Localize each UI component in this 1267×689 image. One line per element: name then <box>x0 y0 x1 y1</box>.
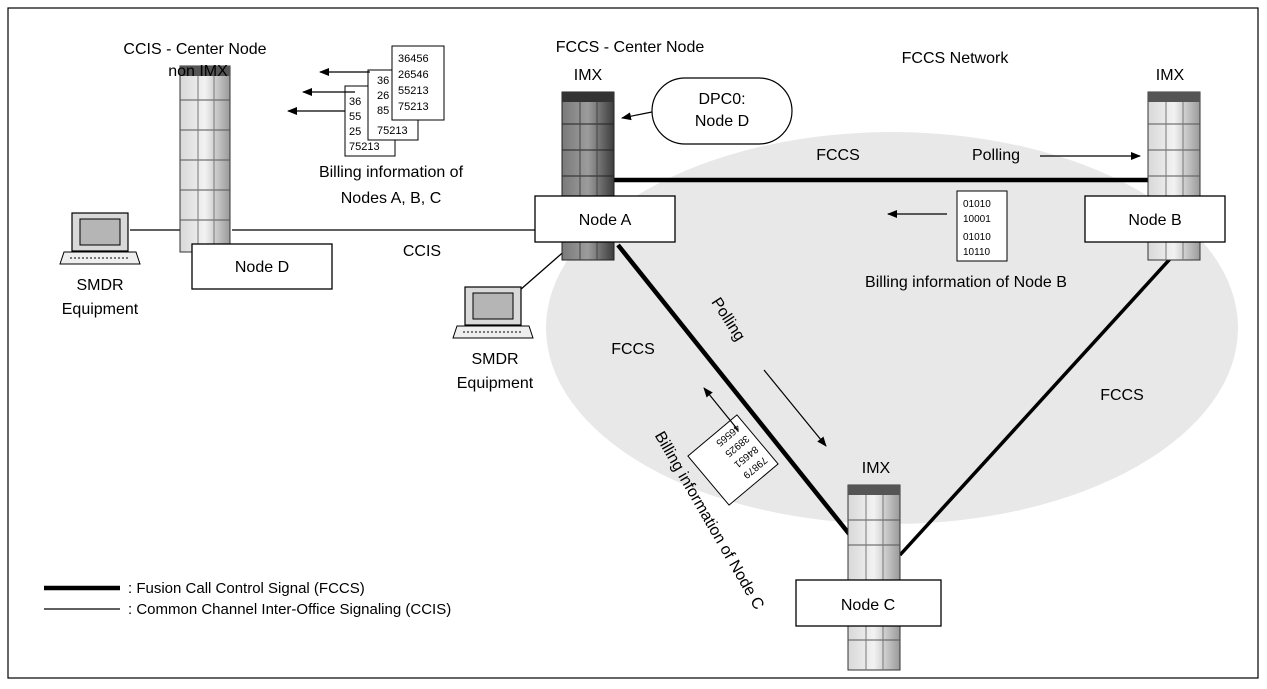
node-a-label: Node A <box>579 212 632 229</box>
legend-text-fccs: : Fusion Call Control Signal (FCCS) <box>128 580 365 597</box>
node-a-box: Node A <box>534 195 676 243</box>
billing-b-1: 01010 <box>963 199 991 210</box>
billing-b-label: Billing information of Node B <box>865 274 1067 291</box>
node-c-box: Node C <box>795 579 942 627</box>
smdr-link-a <box>519 247 569 291</box>
dpc-arrow <box>621 111 653 121</box>
smdr-terminal-a <box>452 286 534 339</box>
diagram-frame <box>7 7 1259 679</box>
billing-sheet-node-b: 01010 10001 01010 10110 <box>956 190 1008 262</box>
fccs-label-bc: FCCS <box>1100 387 1144 404</box>
billing-abc-label-1: Billing information of <box>319 164 464 181</box>
billing-abc-front-1: 36456 <box>398 53 429 65</box>
node-d-box: Node D <box>191 243 333 290</box>
node-b-box: Node B <box>1084 195 1226 243</box>
imx-label-b: IMX <box>1156 67 1185 84</box>
billing-abc-mid-4: 75213 <box>377 125 408 137</box>
billing-abc-back-4: 75213 <box>349 141 380 153</box>
polling-label-ab: Polling <box>972 147 1020 164</box>
smdr-terminal-d <box>59 212 141 265</box>
legend-text-ccis: : Common Channel Inter-Office Signaling … <box>128 601 451 618</box>
fccs-link-b-c <box>898 246 1182 557</box>
billing-abc-front-4: 75213 <box>398 101 429 113</box>
billing-abc-mid-2: 26 <box>377 90 389 102</box>
polling-arrow-ac <box>763 369 827 447</box>
billing-c-arrow <box>703 387 739 431</box>
imx-label-c: IMX <box>862 460 891 477</box>
billing-abc-label-2: Nodes A, B, C <box>341 190 442 207</box>
smdr-label-a: SMDR <box>471 351 518 368</box>
fccs-label-ab: FCCS <box>816 147 860 164</box>
imx-label-a: IMX <box>574 67 603 84</box>
ccis-link-label: CCIS <box>403 243 441 260</box>
ccis-center-label: CCIS - Center Node <box>123 41 266 58</box>
non-imx-label: non IMX <box>168 63 228 80</box>
node-d-label: Node D <box>235 259 289 276</box>
smdr-equipment-a: Equipment <box>457 375 534 392</box>
billing-abc-back-1: 36 <box>349 96 361 108</box>
billing-abc-back-3: 25 <box>349 126 361 138</box>
dpc-bubble: DPC0: Node D <box>651 77 793 145</box>
billing-sheets-abc: 36 55 25 75213 36 26 85 75213 36456 2654… <box>344 45 445 157</box>
node-b-label: Node B <box>1128 212 1181 229</box>
billing-b-4: 10110 <box>963 247 991 258</box>
fccs-network-area <box>546 132 1238 524</box>
billing-b-3: 01010 <box>963 232 991 243</box>
fccs-label-ac: FCCS <box>611 341 655 358</box>
node-c-label: Node C <box>841 597 895 614</box>
smdr-label-d: SMDR <box>76 277 123 294</box>
dpc-line1: DPC0: <box>698 91 745 108</box>
fccs-network-label: FCCS Network <box>902 50 1010 67</box>
fccs-center-label: FCCS - Center Node <box>556 39 705 56</box>
billing-abc-back-2: 55 <box>349 111 361 123</box>
smdr-equipment-d: Equipment <box>62 301 139 318</box>
billing-abc-front-2: 26546 <box>398 69 429 81</box>
billing-abc-mid-3: 85 <box>377 105 389 117</box>
billing-abc-front-3: 55213 <box>398 85 429 97</box>
dpc-line2: Node D <box>695 113 749 130</box>
billing-b-2: 10001 <box>963 214 991 225</box>
fccs-link-a-c <box>616 243 852 537</box>
legend: : Fusion Call Control Signal (FCCS) : Co… <box>44 580 451 618</box>
billing-abc-mid-1: 36 <box>377 75 389 87</box>
imx-rack-node-d <box>179 65 231 253</box>
imx-rack-node-c <box>847 484 901 671</box>
